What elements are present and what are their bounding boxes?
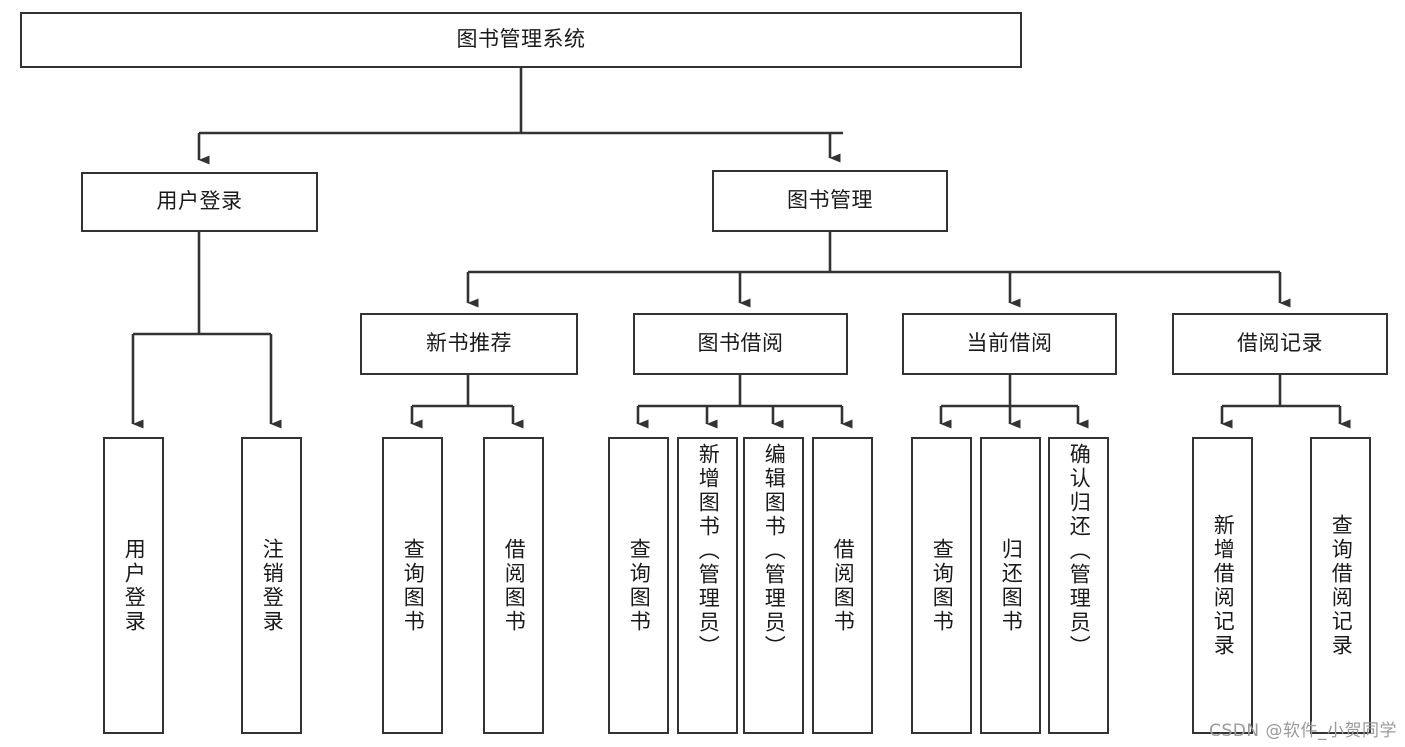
node-label: 查询图书	[627, 537, 652, 634]
leaf-query-book-recommend[interactable]: 查询图书	[382, 437, 443, 734]
node-label: 新增图书（管理员）	[696, 443, 721, 659]
watermark-text: CSDN @软件_小贺同学	[1209, 721, 1397, 741]
node-label: 查询借阅记录	[1329, 513, 1354, 658]
leaf-add-borrow-record[interactable]: 新增借阅记录	[1192, 437, 1253, 734]
node-label: 归还图书	[999, 537, 1024, 634]
node-current-borrow[interactable]: 当前借阅	[902, 313, 1117, 375]
node-label: 用户登录	[122, 537, 147, 634]
node-label: 查询图书	[401, 537, 426, 634]
node-label: 借阅图书	[502, 537, 527, 634]
node-root-book-management-system[interactable]: 图书管理系统	[20, 12, 1022, 68]
leaf-query-borrow-record[interactable]: 查询借阅记录	[1310, 437, 1371, 734]
node-label: 图书管理系统	[456, 27, 586, 52]
node-label: 图书借阅	[697, 331, 784, 356]
leaf-edit-book-admin[interactable]: 编辑图书（管理员）	[743, 437, 804, 734]
node-label: 注销登录	[260, 537, 285, 634]
node-label: 当前借阅	[966, 331, 1053, 356]
node-label: 借阅图书	[831, 537, 856, 634]
leaf-query-book-current[interactable]: 查询图书	[911, 437, 972, 734]
node-label: 确认归还（管理员）	[1067, 443, 1092, 659]
node-label: 新书推荐	[426, 331, 512, 356]
node-label: 新增借阅记录	[1211, 513, 1236, 658]
leaf-borrow-book-recommend[interactable]: 借阅图书	[483, 437, 544, 734]
leaf-add-book-admin[interactable]: 新增图书（管理员）	[677, 437, 738, 734]
leaf-user-login[interactable]: 用户登录	[103, 437, 164, 734]
leaf-borrow-book[interactable]: 借阅图书	[812, 437, 873, 734]
node-user-login[interactable]: 用户登录	[81, 172, 318, 232]
node-label: 查询图书	[930, 537, 955, 634]
node-label: 图书管理	[787, 188, 873, 213]
leaf-logout-login[interactable]: 注销登录	[241, 437, 302, 734]
node-book-management[interactable]: 图书管理	[712, 170, 948, 232]
leaf-return-book[interactable]: 归还图书	[980, 437, 1041, 734]
node-label: 借阅记录	[1237, 331, 1323, 356]
leaf-query-book-borrow[interactable]: 查询图书	[608, 437, 669, 734]
node-book-borrow[interactable]: 图书借阅	[633, 313, 848, 375]
node-label: 用户登录	[156, 189, 243, 214]
leaf-confirm-return-admin[interactable]: 确认归还（管理员）	[1048, 437, 1109, 734]
node-label: 编辑图书（管理员）	[762, 443, 787, 659]
node-new-book-recommend[interactable]: 新书推荐	[360, 313, 578, 375]
node-borrow-record[interactable]: 借阅记录	[1172, 313, 1388, 375]
